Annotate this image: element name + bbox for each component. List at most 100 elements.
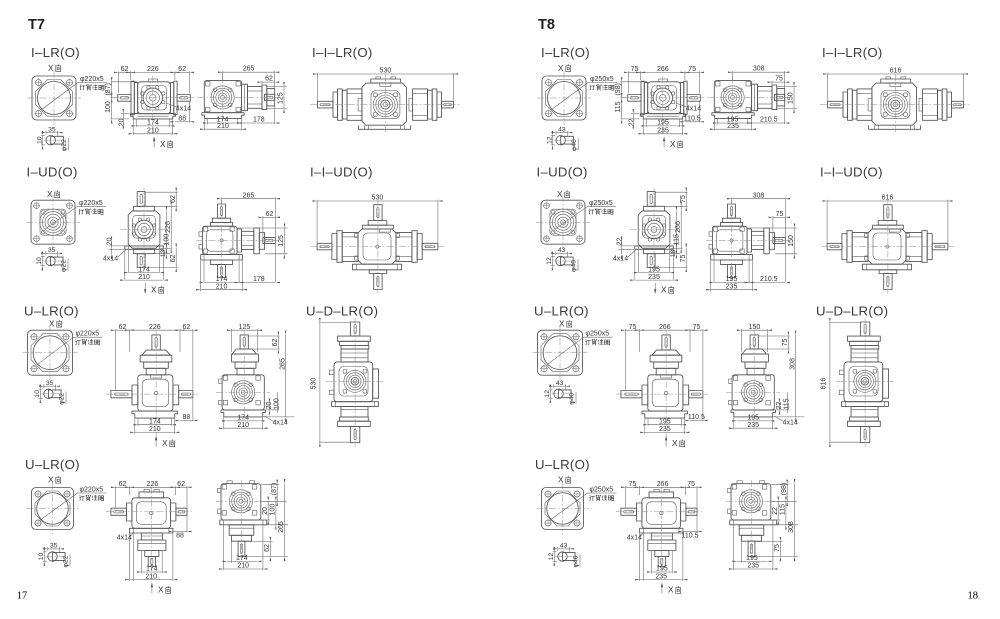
svg-text:20: 20: [262, 507, 269, 515]
svg-text:308: 308: [753, 192, 765, 199]
svg-text:φ40: φ40: [571, 139, 578, 151]
svg-text:235: 235: [659, 426, 671, 433]
svg-text:115: 115: [780, 504, 787, 515]
svg-text:150: 150: [788, 92, 795, 104]
svg-text:235: 235: [747, 563, 759, 570]
svg-text:75: 75: [776, 211, 784, 218]
svg-text:φ220x5: φ220x5: [76, 331, 100, 338]
svg-text:195: 195: [656, 566, 668, 573]
svg-text:266: 266: [659, 324, 671, 331]
svg-text:X: X: [158, 586, 164, 595]
svg-text:174: 174: [216, 276, 228, 283]
svg-text:75: 75: [629, 481, 637, 488]
svg-text:I–I–UD(O): I–I–UD(O): [310, 165, 373, 180]
svg-text:X: X: [670, 140, 676, 149]
svg-text:265: 265: [243, 192, 255, 199]
svg-text:75: 75: [629, 324, 637, 331]
svg-text:195: 195: [747, 415, 759, 422]
svg-text:4x14: 4x14: [273, 420, 288, 427]
svg-text:X: X: [160, 140, 166, 149]
svg-text:75: 75: [687, 481, 695, 488]
svg-text:210: 210: [147, 128, 159, 135]
svg-text:266: 266: [657, 481, 669, 488]
svg-text:235: 235: [747, 422, 759, 429]
svg-text:(87): (87): [271, 483, 278, 495]
svg-text:20: 20: [266, 402, 273, 410]
svg-text:100: 100: [105, 101, 112, 113]
svg-text:530: 530: [311, 378, 318, 390]
svg-text:266: 266: [657, 66, 669, 73]
svg-text:10: 10: [36, 257, 43, 265]
svg-text:12: 12: [546, 257, 553, 265]
svg-text:X: X: [558, 64, 564, 73]
svg-text:195: 195: [648, 266, 660, 273]
svg-text:I–LR(O): I–LR(O): [541, 45, 590, 60]
svg-text:100: 100: [270, 504, 277, 516]
svg-text:18: 18: [968, 590, 979, 601]
svg-text:178: 178: [253, 276, 265, 283]
svg-text:62: 62: [119, 324, 127, 331]
svg-text:I–I–UD(O): I–I–UD(O): [820, 165, 883, 180]
svg-text:10: 10: [34, 390, 41, 398]
svg-text:174: 174: [149, 418, 161, 425]
svg-text:10: 10: [36, 136, 43, 144]
svg-text:110.5: 110.5: [688, 414, 705, 421]
svg-text:210: 210: [217, 123, 229, 130]
svg-text:195: 195: [659, 418, 671, 425]
svg-text:530: 530: [380, 68, 392, 75]
svg-text:174: 174: [138, 266, 150, 273]
svg-text:75: 75: [775, 75, 783, 82]
svg-text:100: 100: [163, 234, 170, 246]
svg-text:174: 174: [147, 120, 159, 127]
svg-text:22: 22: [629, 118, 636, 126]
svg-text:88: 88: [176, 533, 184, 540]
svg-text:X: X: [558, 476, 564, 485]
svg-text:62: 62: [119, 481, 127, 488]
svg-text:210: 210: [145, 573, 157, 580]
svg-text:174: 174: [236, 555, 248, 562]
svg-text:62: 62: [170, 255, 177, 263]
svg-text:62: 62: [177, 481, 185, 488]
svg-text:I–I–LR(O): I–I–LR(O): [822, 45, 883, 60]
svg-text:235: 235: [727, 123, 739, 130]
svg-text:62: 62: [266, 211, 274, 218]
svg-text:X: X: [162, 439, 168, 448]
svg-text:X: X: [48, 476, 54, 485]
svg-text:φ220x5: φ220x5: [80, 487, 104, 494]
svg-text:88: 88: [183, 414, 191, 421]
svg-text:75: 75: [693, 324, 701, 331]
svg-text:φ250x5: φ250x5: [590, 76, 614, 83]
svg-text:43: 43: [556, 380, 564, 387]
svg-text:174: 174: [237, 415, 249, 422]
svg-text:308: 308: [788, 521, 795, 533]
svg-text:616: 616: [882, 195, 894, 202]
svg-text:235: 235: [648, 274, 660, 281]
svg-text:U–D–LR(O): U–D–LR(O): [816, 304, 888, 319]
svg-text:20: 20: [119, 118, 126, 126]
svg-text:125: 125: [278, 235, 285, 247]
svg-text:12: 12: [548, 553, 555, 561]
svg-text:φ22: φ22: [63, 555, 70, 567]
svg-text:4x14: 4x14: [103, 256, 118, 263]
svg-text:22: 22: [772, 507, 779, 515]
svg-text:4x14: 4x14: [783, 420, 798, 427]
svg-text:T8: T8: [538, 17, 555, 33]
svg-text:308: 308: [753, 66, 765, 73]
svg-text:125: 125: [239, 324, 251, 331]
svg-text:20: 20: [106, 238, 113, 246]
svg-text:115: 115: [784, 398, 791, 409]
svg-text:X: X: [559, 320, 565, 329]
svg-text:150: 150: [788, 235, 795, 247]
svg-text:X: X: [49, 320, 55, 329]
svg-text:(98): (98): [781, 483, 788, 495]
svg-text:210: 210: [237, 563, 249, 570]
svg-text:X: X: [672, 439, 678, 448]
svg-text:75: 75: [631, 66, 639, 73]
svg-text:178: 178: [253, 117, 265, 124]
svg-text:75: 75: [688, 66, 696, 73]
svg-text:110.5: 110.5: [682, 533, 699, 540]
svg-text:43: 43: [558, 247, 566, 254]
svg-text:75: 75: [782, 339, 789, 347]
svg-text:12: 12: [544, 390, 551, 398]
svg-text:195: 195: [726, 276, 738, 283]
